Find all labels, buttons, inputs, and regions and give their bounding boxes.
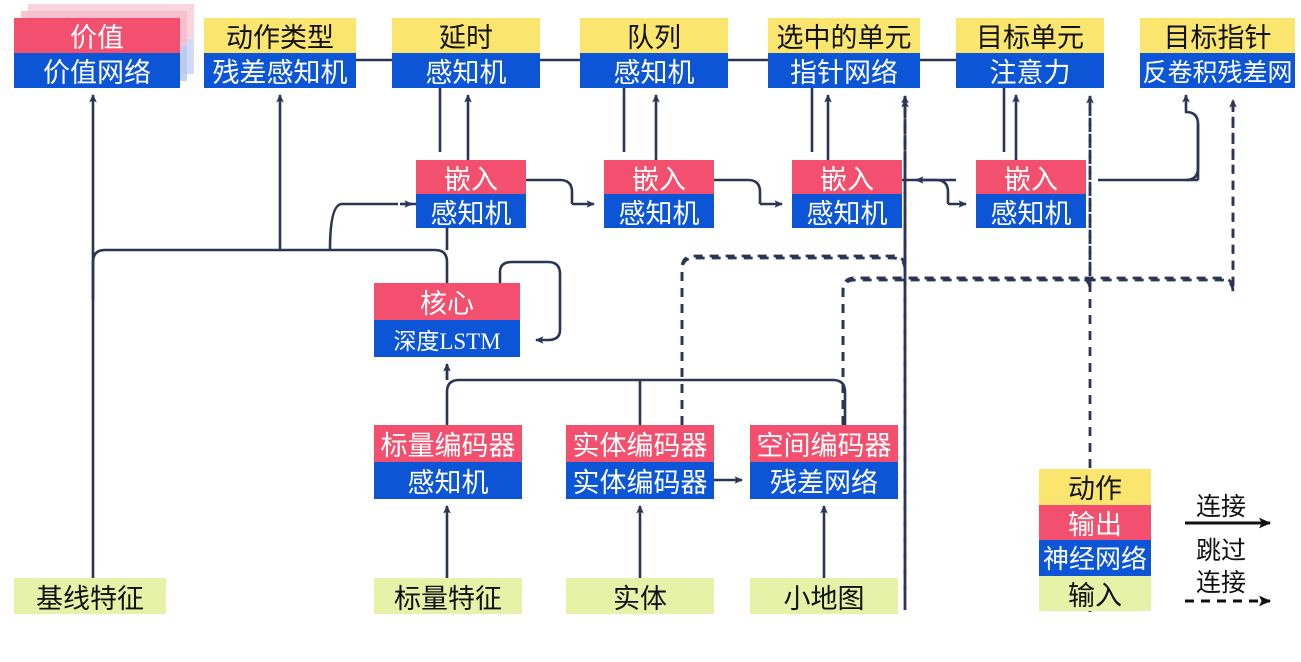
output-node-target_point-head: 目标指针: [1140, 18, 1295, 53]
output-node-action_type[interactable]: 动作类型残差感知机: [204, 18, 356, 88]
output-node-value-network: 价值网络: [14, 53, 180, 88]
output-node-queue-head: 队列: [580, 18, 728, 53]
core-node-head: 核心: [374, 283, 520, 320]
output-node-selected[interactable]: 选中的单元指针网络: [768, 18, 920, 88]
output-node-delay-network: 感知机: [392, 53, 540, 88]
output-node-selected-network: 指针网络: [768, 53, 920, 88]
output-node-target_unit-head: 目标单元: [956, 18, 1104, 53]
embed-node-embed4-network: 感知机: [976, 194, 1086, 228]
output-node-target_unit-network: 注意力: [956, 53, 1104, 88]
output-node-delay-head: 延时: [392, 18, 540, 53]
legend-input: 输入: [1039, 575, 1151, 611]
legend-swatches: 动作输出神经网络输入: [1039, 469, 1151, 611]
input-node-entities[interactable]: 实体: [566, 578, 714, 614]
output-node-delay[interactable]: 延时感知机: [392, 18, 540, 88]
embed-node-embed2-network: 感知机: [604, 194, 714, 228]
output-node-target_unit[interactable]: 目标单元注意力: [956, 18, 1104, 88]
encoder-node-spatial_encoder-head: 空间编码器: [750, 425, 898, 462]
encoder-node-entity_encoder-network: 实体编码器: [566, 462, 714, 499]
encoder-node-entity_encoder[interactable]: 实体编码器实体编码器: [566, 425, 714, 499]
legend-output: 输出: [1039, 504, 1151, 540]
legend-skip-label-line1: 跳过: [1196, 538, 1247, 565]
output-node-value-head: 价值: [14, 18, 180, 53]
embed-node-embed3-head: 嵌入: [792, 160, 902, 194]
encoder-node-spatial_encoder-network: 残差网络: [750, 462, 898, 499]
output-node-queue-network: 感知机: [580, 53, 728, 88]
embed-node-embed1-network: 感知机: [416, 194, 526, 228]
encoder-node-scalar_encoder[interactable]: 标量编码器感知机: [374, 425, 522, 499]
output-node-action_type-network: 残差感知机: [204, 53, 356, 88]
embed-node-embed3[interactable]: 嵌入感知机: [792, 160, 902, 228]
legend-network: 神经网络: [1039, 540, 1151, 576]
embed-node-embed1[interactable]: 嵌入感知机: [416, 160, 526, 228]
output-node-target_point[interactable]: 目标指针反卷积残差网: [1140, 18, 1295, 88]
legend-connection-label: 连接: [1196, 494, 1247, 521]
embed-node-embed2-head: 嵌入: [604, 160, 714, 194]
input-node-minimap[interactable]: 小地图: [750, 578, 898, 614]
core-node-network: 深度LSTM: [374, 320, 520, 357]
output-node-value[interactable]: 价值价值网络: [14, 4, 194, 88]
output-node-queue[interactable]: 队列感知机: [580, 18, 728, 88]
output-node-selected-head: 选中的单元: [768, 18, 920, 53]
legend-action: 动作: [1039, 469, 1151, 505]
embed-node-embed2[interactable]: 嵌入感知机: [604, 160, 714, 228]
output-node-action_type-head: 动作类型: [204, 18, 356, 53]
legend-skip-label-line2: 连接: [1196, 570, 1247, 597]
core-node[interactable]: 核心深度LSTM: [374, 283, 520, 357]
embed-node-embed4-head: 嵌入: [976, 160, 1086, 194]
encoder-node-entity_encoder-head: 实体编码器: [566, 425, 714, 462]
embed-node-embed1-head: 嵌入: [416, 160, 526, 194]
embed-node-embed4[interactable]: 嵌入感知机: [976, 160, 1086, 228]
input-node-scalar_features[interactable]: 标量特征: [374, 578, 522, 614]
encoder-node-scalar_encoder-network: 感知机: [374, 462, 522, 499]
encoder-node-scalar_encoder-head: 标量编码器: [374, 425, 522, 462]
input-node-baseline_features[interactable]: 基线特征: [14, 578, 166, 614]
embed-node-embed3-network: 感知机: [792, 194, 902, 228]
encoder-node-spatial_encoder[interactable]: 空间编码器残差网络: [750, 425, 898, 499]
output-node-target_point-network: 反卷积残差网: [1140, 53, 1295, 88]
